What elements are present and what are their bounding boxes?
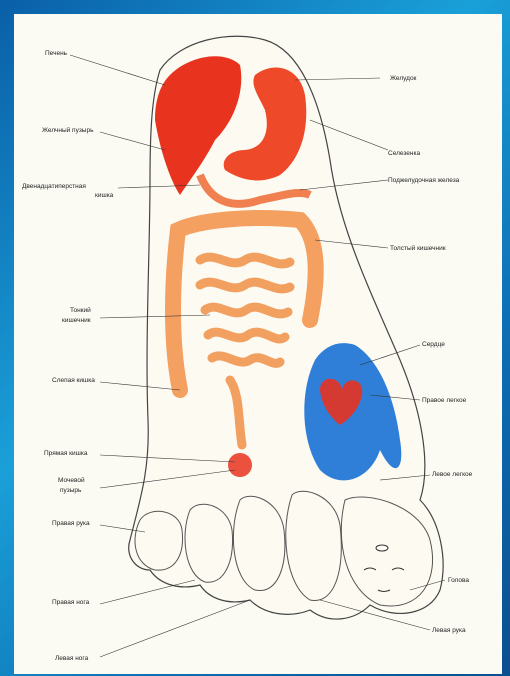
label-pravaya-noga: Правая нога: [52, 599, 90, 606]
label-selezenka: Селезенка: [388, 150, 420, 157]
label-mochevoy-1: Мочевой: [58, 476, 85, 484]
label-podzhel: Поджелудочная железа: [388, 177, 460, 184]
label-levaya-ruka: Левая рука: [432, 627, 466, 634]
label-serdce: Сердце: [422, 341, 445, 348]
label-pryamaya: Прямая кишка: [44, 450, 88, 457]
label-duodenum-1: Двенадцатиперстная: [22, 183, 86, 190]
label-tolsty: Толстый кишечник: [390, 244, 446, 252]
label-levoe-legkoe: Левое легкое: [432, 471, 473, 478]
label-slepaya: Слепая кишка: [52, 377, 95, 384]
label-tonkaya-1: Тонкий: [70, 306, 91, 314]
label-mochevoy-2: пузырь: [60, 487, 82, 494]
label-golova: Голова: [448, 577, 469, 584]
label-tonkaya-2: кишечник: [62, 317, 91, 324]
label-levaya-noga: Левая нога: [55, 655, 89, 662]
label-zhelch: Желчный пузырь: [42, 126, 94, 134]
bladder: [228, 453, 252, 477]
label-pechen: Печень: [45, 50, 68, 57]
label-pravaya-ruka: Правая рука: [52, 520, 90, 527]
label-pravoe-legkoe: Правое легкое: [422, 397, 467, 404]
label-duodenum-2: кишка: [95, 192, 114, 199]
label-zheludok: Желудок: [390, 75, 417, 82]
